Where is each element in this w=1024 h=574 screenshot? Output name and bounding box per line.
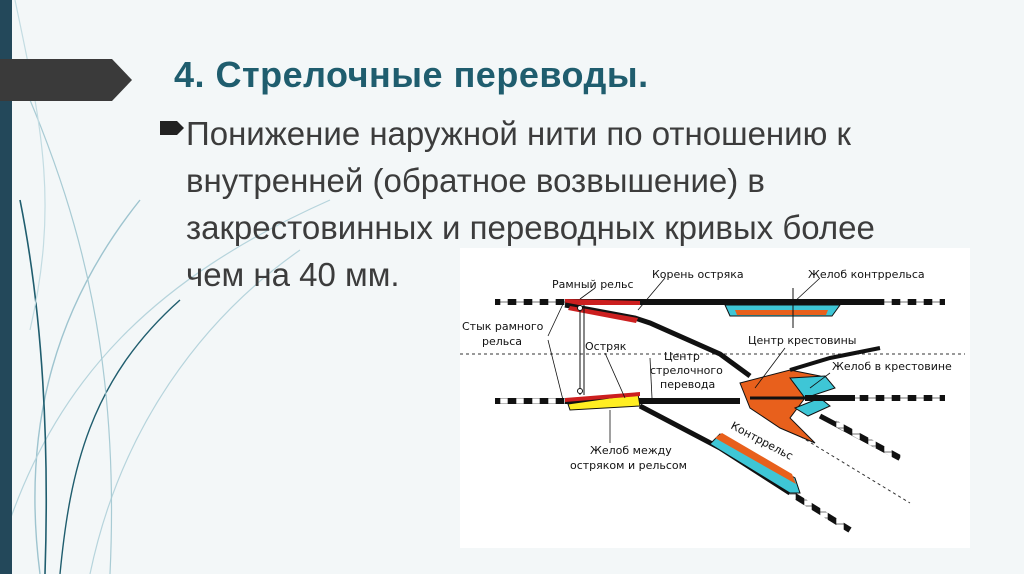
label-frog-flangeway: Желоб в крестовине xyxy=(832,360,952,373)
frog-right-rail xyxy=(805,395,855,401)
diverging-rail-frog-leg-dashed xyxy=(833,420,902,461)
label-switch-center-2: стрелочного xyxy=(650,364,723,377)
label-stock-rail: Рамный рельс xyxy=(552,278,634,291)
leader-switch-center xyxy=(649,357,653,399)
joint-dot-upper xyxy=(577,305,583,311)
leader-switch-heel xyxy=(637,277,666,311)
label-joint-1: Стык рамного xyxy=(462,320,544,333)
slide-title: 4. Стрелочные переводы. xyxy=(174,54,649,95)
bullet-arrow-icon xyxy=(160,121,184,135)
lower-rail-left-dashed xyxy=(495,398,565,404)
leader-joint-2 xyxy=(547,339,564,401)
label-frog-center: Центр крестовины xyxy=(748,334,856,347)
title-arrow-shape xyxy=(0,59,132,101)
label-point-flangeway-1: Желоб между xyxy=(590,444,672,457)
switch-diagram: Рамный рельс Корень остряка Желоб контрр… xyxy=(460,248,970,548)
leader-stock-rail xyxy=(579,287,596,300)
switch-point-upper-red xyxy=(568,306,638,323)
label-switch-heel: Корень остряка xyxy=(652,268,744,281)
lower-rail xyxy=(565,398,740,404)
label-switch-center-1: Центр xyxy=(664,350,700,363)
guard-rail-upper xyxy=(735,310,828,315)
body-text: Понижение наружной нити по отношению к в… xyxy=(186,115,875,293)
joint-dot-lower xyxy=(577,388,583,394)
label-switch-center-3: перевода xyxy=(660,378,715,391)
left-accent-stripe xyxy=(0,0,12,574)
leader-frog-center xyxy=(754,347,786,389)
guard-rail-lower xyxy=(715,433,796,484)
leader-joint-1 xyxy=(547,303,564,337)
label-switch-point: Остряк xyxy=(585,340,627,353)
stock-rail-red-upper xyxy=(565,299,640,305)
upper-rail-right-dashed xyxy=(880,299,945,305)
label-joint-2: рельса xyxy=(482,335,522,348)
upper-rail xyxy=(565,299,935,305)
stock-rail-red-lower xyxy=(565,392,640,402)
switch-diagram-svg: Рамный рельс Корень остряка Желоб контрр… xyxy=(460,268,965,533)
frog-right-rail-dashed xyxy=(855,395,945,401)
diverging-rail-lower-dashed xyxy=(788,490,852,533)
frog-flangeway-2 xyxy=(793,397,831,417)
label-point-flangeway-2: остряком и рельсом xyxy=(570,459,687,472)
leader-switch-point xyxy=(604,352,626,399)
frog-upper-wing xyxy=(789,346,881,372)
upper-rail-left-dashed xyxy=(495,299,565,305)
leader-frog-flangeway xyxy=(809,372,831,389)
frog-flangeway xyxy=(789,375,836,399)
leader-guard-flangeway xyxy=(792,277,821,304)
label-guard-rail-flangeway: Желоб контррельса xyxy=(808,268,925,281)
